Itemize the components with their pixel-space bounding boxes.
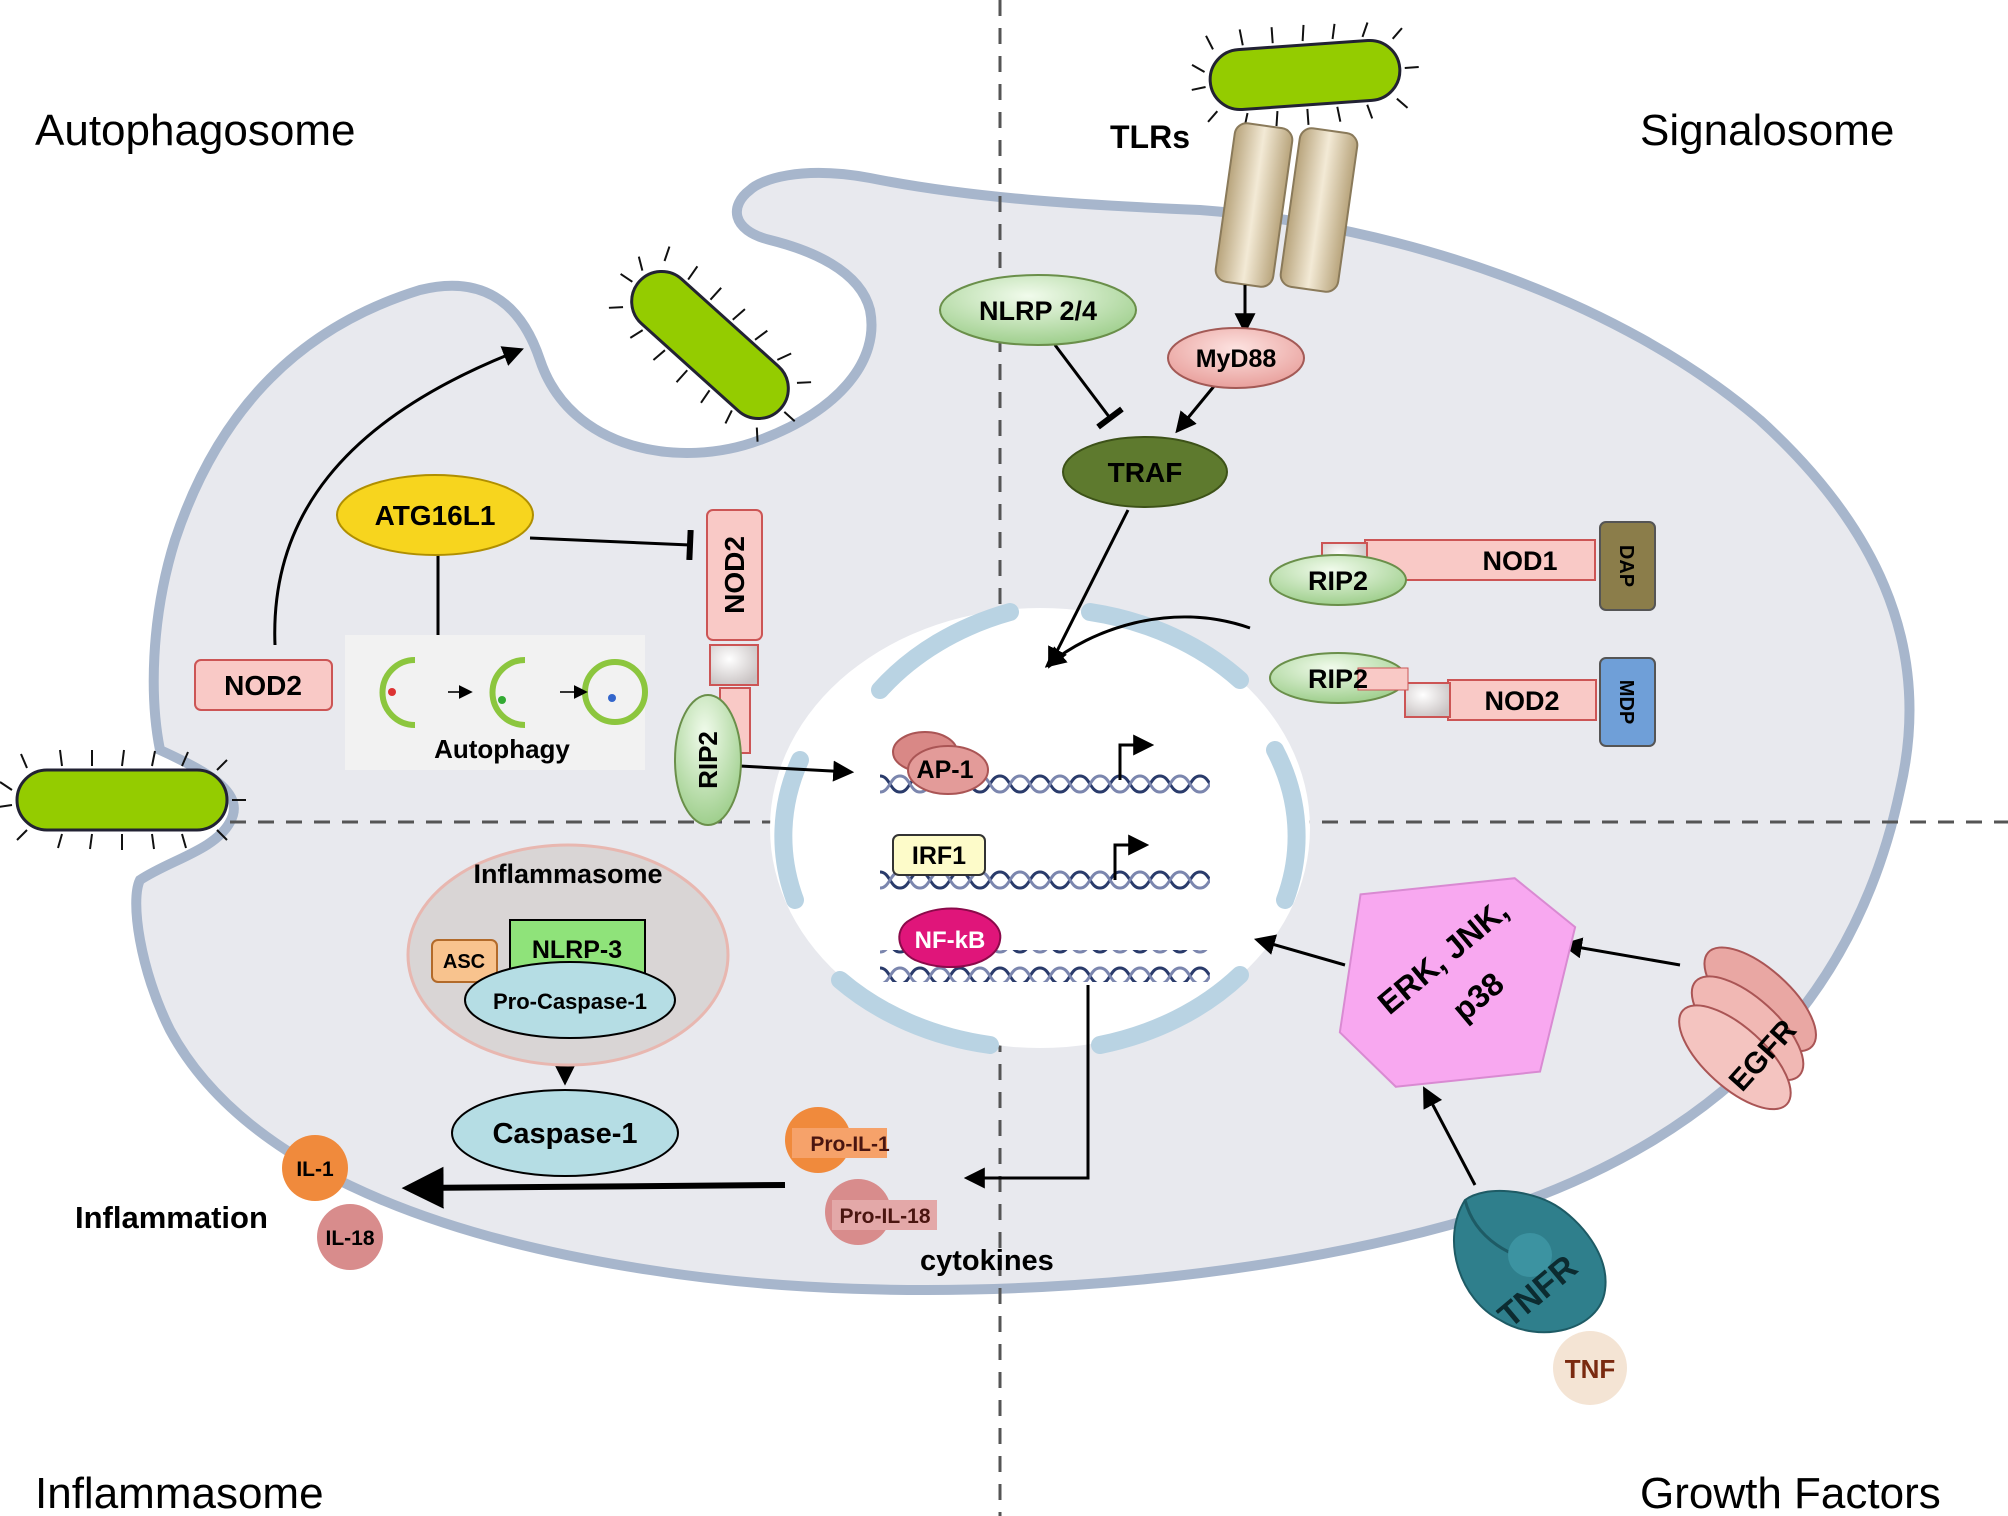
myd88-label: MyD88 (1196, 345, 1277, 373)
quadrant-label-signalosome: Signalosome (1640, 106, 1894, 155)
nod2-vertical-linker (709, 644, 759, 686)
tlr-receptor-icon (1214, 122, 1359, 293)
egfr-receptor-icon (1678, 946, 1817, 1111)
bacterium-icon (1191, 22, 1419, 128)
inhibit-atg-nod2 (529, 529, 694, 561)
myd88-ellipse (1167, 327, 1305, 389)
nod2-label: NOD2 (1484, 686, 1559, 716)
nfkb-label: NF-kB (915, 927, 986, 954)
asc-box (431, 939, 498, 983)
quadrant-label-inflammasome: Inflammasome (35, 1469, 324, 1516)
ap1-label: AP-1 (917, 756, 974, 784)
rip2-b-label: RIP2 (1308, 664, 1368, 694)
arrow-egfr-kinase (1560, 937, 1681, 967)
traf-label: TRAF (1108, 457, 1183, 488)
pro-il1-tag (792, 1128, 887, 1158)
tnf-label: TNF (1565, 1354, 1616, 1384)
bacterium-icon (608, 246, 812, 442)
nod1-label: NOD1 (1482, 546, 1557, 576)
atg16l1-ellipse (336, 474, 534, 556)
il1-circle (282, 1135, 348, 1201)
nod2-vertical-box (706, 509, 763, 641)
pro-caspase-ellipse (464, 961, 676, 1039)
arrow-traf-nucleus (1048, 509, 1130, 669)
nod2-left-label: NOD2 (224, 670, 302, 701)
mdp-box (1599, 657, 1656, 747)
inflammasome-title: Inflammasome (473, 859, 662, 889)
inflammation-label: Inflammation (75, 1200, 268, 1235)
mdp-label: MDP (1615, 680, 1637, 724)
nlrp-label: NLRP 2/4 (979, 296, 1097, 326)
rip2-a-label: RIP2 (1308, 566, 1368, 596)
nod2-linker (1404, 682, 1451, 718)
nod2-bar (1447, 679, 1597, 721)
dap-box (1599, 521, 1656, 611)
atg16l1-label: ATG16L1 (375, 500, 496, 531)
nlrp-ellipse (939, 274, 1137, 346)
arrow-nod-nucleus (1044, 615, 1251, 668)
quadrant-label-autophagosome: Autophagosome (35, 106, 355, 155)
autophagy-label: Autophagy (434, 734, 570, 764)
tlrs-label: TLRs (1110, 119, 1190, 155)
arrow-nfkb-cytokines (963, 985, 1090, 1189)
caspase-ellipse (451, 1089, 679, 1177)
arrow-cytokines-inflammation (401, 1166, 786, 1209)
rip2-vertical-ellipse (674, 694, 742, 826)
irf1-label: IRF1 (912, 842, 966, 870)
quadrant-label-growth-factors: Growth Factors (1640, 1469, 1941, 1516)
transcription-arrow-icon (1118, 734, 1155, 780)
tnf-circle (1553, 1331, 1627, 1405)
transcription-arrow-icon (1113, 834, 1150, 880)
ap1-icon (892, 731, 989, 795)
il1-label: IL-1 (296, 1158, 334, 1181)
arrow-myd88-traf (1175, 384, 1217, 434)
rip2-a-ellipse (1269, 554, 1407, 606)
arrow-nod2-membrane (273, 346, 524, 646)
traf-ellipse (1062, 436, 1228, 508)
rip2-vertical-label: RIP2 (693, 731, 723, 789)
dap-label: DAP (1615, 545, 1637, 587)
arrow-rip2-ap1 (739, 760, 855, 782)
nod2-left-box (194, 659, 333, 711)
cytokines-label: cytokines (920, 1245, 1054, 1277)
pro-il1-label: Pro-IL-1 (810, 1133, 890, 1156)
irf1-box (892, 834, 986, 876)
tnfr-receptor-icon (1452, 1189, 1607, 1334)
arrow-kinase-nucleus (1253, 934, 1346, 967)
il18-label: IL-18 (325, 1227, 374, 1250)
asc-label: ASC (443, 951, 485, 973)
inhibit-nlrp-traf (1053, 344, 1124, 430)
nod2-vertical-label: NOD2 (719, 536, 750, 614)
bacterium-icon (0, 749, 246, 850)
nuclear-envelope (774, 603, 1306, 1054)
caspase-label: Caspase-1 (492, 1118, 637, 1150)
arrow-tnfr-kinase (1423, 1086, 1477, 1186)
pro-il18-label: Pro-IL-18 (839, 1205, 930, 1228)
il18-circle (317, 1204, 383, 1270)
nfkb-icon (898, 907, 1002, 968)
pro-il18-tag (832, 1200, 937, 1230)
nlrp3-label: NLRP-3 (532, 936, 622, 964)
kinase-box (1338, 877, 1577, 1088)
pro-caspase-label: Pro-Caspase-1 (493, 989, 647, 1014)
